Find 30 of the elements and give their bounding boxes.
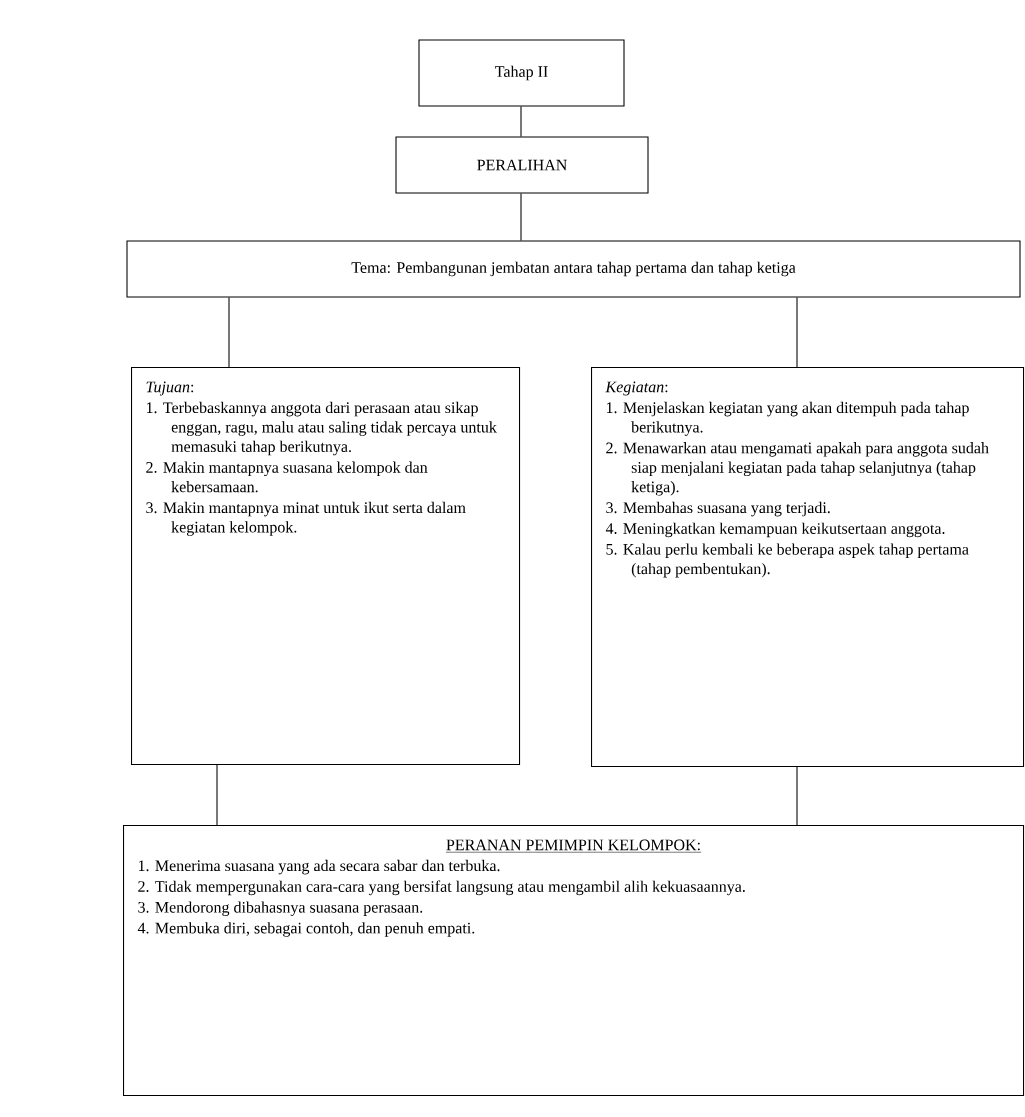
heading: PERANAN PEMIMPIN KELOMPOK: [445,839,702,853]
box-text: Tahap II [495,65,548,81]
list-item: 4. Meningkatkan kemampuan keikutsertaan anggota. [605,522,945,538]
list-item: 3. Membahas suasana yang terjadi. [606,501,830,517]
list-item: 2. Menawarkan atau mengamati apakah para anggota sudah siap menjalani kegiatan pada tahap selanjutnya (tahap ketiga). [606,442,989,496]
list-item: 4. Membuka diri, sebagai contoh, dan penuh empati. [137,922,475,937]
list-item: 3. Makin mantapnya minat untuk ikut serta dalam kegiatan kelompok. [146,501,466,536]
connector-line [796,766,798,826]
list-item: 1. Terbebaskannya anggota dari perasaan atau sikap enggan, ragu, malu atau saling tidak percaya untuk memasuki tahap berikutnya. [146,401,497,456]
text-box [126,240,1021,298]
list-item: 2. Tidak mempergunakan cara-cara yang bersifat langsung atau mengambil alih kekuasaannya. [138,880,745,896]
list-item: 1. Menerima suasana yang ada secara sabar dan terbuka. [138,859,500,875]
connector-line [520,193,522,241]
list-item: 3. Mendorong dibahasnya suasana perasaan. [138,901,423,916]
list-item: 1. Menjelaskan kegiatan yang akan ditempuh pada tahap berikutnya. [606,401,969,436]
heading: Kegiatan: [605,381,668,396]
text-box [395,136,649,194]
list-item: 2. Makin mantapnya suasana kelompok dan kebersamaan. [146,461,428,493]
connector-line [216,764,218,826]
connector-line [228,297,230,368]
text-box [418,39,625,107]
text-box [123,825,1025,1097]
box-text: PERALIHAN [477,159,567,171]
heading: Tujuan: [146,381,194,396]
text-box [591,367,1025,768]
text-box [131,367,521,766]
box-text: Tema: Pembangunan jembatan antara tahap pertama dan tahap ketiga [351,261,796,277]
connector-line [796,297,798,368]
connector-line [520,106,522,137]
list-item: 5. Kalau perlu kembali ke beberapa aspek tahap pertama (tahap pembentukan). [606,543,969,578]
